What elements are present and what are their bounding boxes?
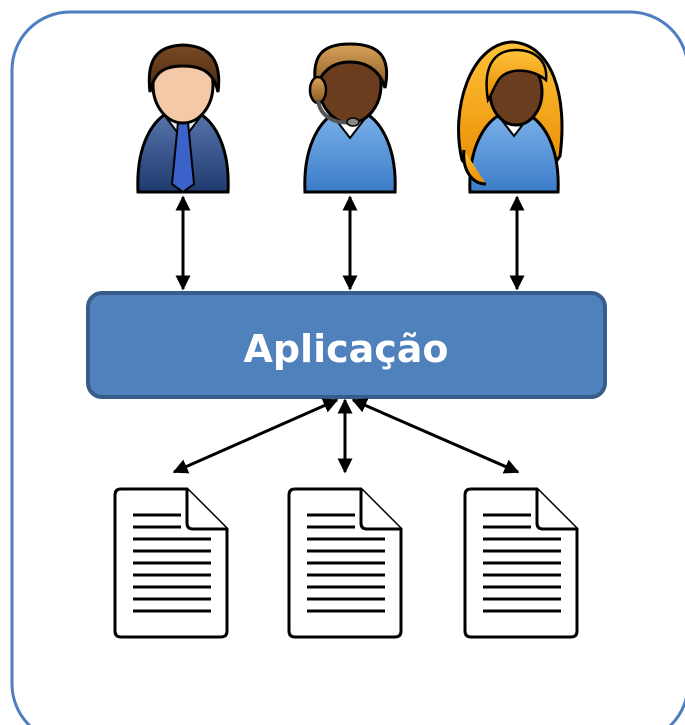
arrow-app-document-3 — [351, 398, 520, 474]
document-icon — [463, 487, 579, 639]
app-box — [86, 291, 607, 399]
woman-user-icon — [457, 40, 564, 194]
document-icon — [287, 487, 403, 639]
businessman-user-icon — [136, 43, 230, 194]
app-label: Aplicação — [243, 327, 448, 371]
support-agent-headset-icon — [303, 42, 397, 194]
document-icon — [113, 487, 229, 639]
arrow-app-document-1 — [172, 398, 339, 474]
